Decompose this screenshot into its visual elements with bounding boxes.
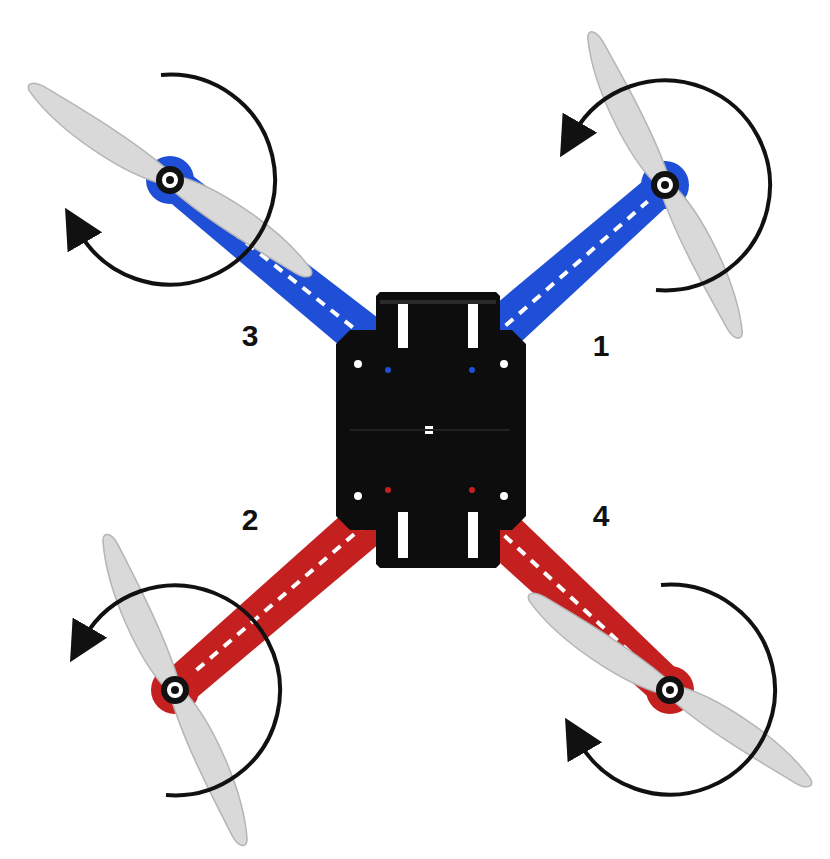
- propeller: [574, 24, 755, 345]
- motor-number: 3: [242, 321, 259, 351]
- propeller: [89, 527, 260, 852]
- motor-number: 1: [593, 331, 610, 361]
- propeller: [519, 580, 821, 800]
- motor-number: 2: [242, 505, 259, 535]
- motor-number-holder: 2: [242, 505, 259, 535]
- motor-hub: [156, 166, 684, 704]
- motor-number: 4: [593, 501, 610, 531]
- motor-number-holder: 1: [593, 331, 610, 361]
- propeller: [19, 70, 321, 290]
- motor-number-holder: 3: [242, 321, 259, 351]
- motor-number-holder: 4: [593, 501, 610, 531]
- rotation-arrow: [79, 75, 775, 796]
- center-plate: [336, 292, 526, 568]
